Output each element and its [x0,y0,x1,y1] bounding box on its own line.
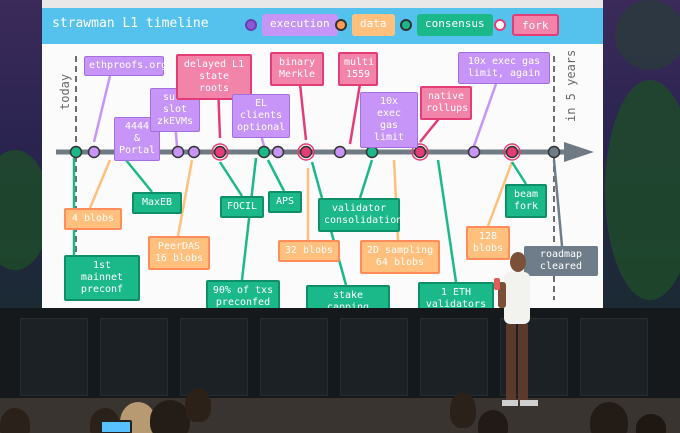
fork-dot-icon [494,19,506,31]
timeline-marker [187,145,201,159]
legend-data: data [352,14,395,36]
connector-arrow [298,83,308,141]
timeline-marker [87,145,101,159]
item-10x-exec-gas-limit-again: 10x exec gas limit, again [458,52,550,84]
connector-arrow [486,161,514,227]
timeline-marker [505,145,519,159]
audience-head [478,410,508,433]
today-label: today [58,73,72,110]
connector-arrow [552,159,564,247]
data-dot-icon [335,19,347,31]
audience-head [636,414,666,433]
item-1st-mainnet-preconf: 1st mainnet preconf [64,255,140,301]
fork-ring [411,143,429,161]
timeline-marker [271,145,285,159]
item-multi-1559: multi 1559 [338,52,378,86]
connector-arrow [88,159,112,209]
item-2d-sampling-64-blobs: 2D sampling 64 blobs [360,240,440,274]
timeline-marker [467,145,481,159]
item-beam-fork: beam fork [505,184,547,218]
legend-execution: execution [262,14,338,36]
item-binary-merkle: binary Merkle [270,52,324,86]
audience-head [590,402,628,433]
fork-ring [503,143,521,161]
execution-dot-icon [245,19,257,31]
stage-panel [180,318,248,396]
item-el-clients-optional: EL clients optional [232,94,290,138]
connector-arrow [176,159,194,237]
item-focil: FOCIL [220,196,264,218]
item-native-rollups: native rollups [420,86,472,120]
stage-panel [260,318,328,396]
audience-head [0,408,30,433]
audience-head [450,392,476,428]
legend-consensus: consensus [417,14,493,36]
timeline-marker [547,145,561,159]
connector-arrow [358,159,374,199]
stage-panel [340,318,408,396]
item-32-blobs: 32 blobs [278,240,340,262]
item-1-eth-validators: 1 ETH validators [418,282,494,308]
item-peerdas-16-blobs: PeerDAS 16 blobs [148,236,210,270]
item-validator-consolidation: validator consolidation [318,198,402,232]
right-foliage-top [615,0,680,70]
fork-ring [211,143,229,161]
audience-head [185,388,211,422]
stage-panel [420,318,488,396]
timeline-marker [257,145,271,159]
right-foliage [605,80,680,300]
speaker [494,252,538,406]
item-4-blobs: 4 blobs [64,208,122,230]
stage-panel [100,318,168,396]
item-128-blobs: 128 blobs [466,226,510,260]
connector-arrow [510,161,528,185]
connector-arrow [240,157,258,281]
slide-title: strawman L1 timeline [52,16,209,31]
in-5-years-label: in 5 years [564,49,578,122]
connector-arrow [472,83,498,147]
legend-fork: fork [512,14,559,36]
timeline-marker [171,145,185,159]
timeline-marker [333,145,347,159]
item-stake-capping: stake capping [306,285,390,308]
connector-arrow [92,75,112,143]
timeline-marker [365,145,379,159]
projection-screen: strawman L1 timeline execution data cons… [42,0,603,308]
connector-arrow [436,159,458,283]
item-aps: APS [268,191,302,213]
audience-phone [100,420,132,433]
connector-arrow [348,83,362,145]
audience-head [150,400,190,433]
item-roadmap-cleared: roadmap cleared [524,246,598,276]
item-ethproofs: ethproofs.org [84,56,167,76]
fork-ring [297,143,315,161]
timeline-marker [299,145,313,159]
item-10x-exec-gas-limit: 10x exec gas limit [360,92,418,148]
connector-arrow [125,159,153,193]
stage-panel [20,318,88,396]
consensus-dot-icon [400,19,412,31]
connector-arrow [266,159,286,192]
item-maxeb: MaxEB [132,192,182,214]
item-90pct-txs-preconfed: 90% of txs preconfed [206,280,280,308]
timeline-marker [413,145,427,159]
timeline-marker [213,145,227,159]
timeline-arrowhead [564,142,594,162]
item-sub-slot-zkevms: sub-slot zkEVMs [150,88,200,132]
stage-panel [580,318,648,396]
timeline-marker [69,145,83,159]
connector-arrow [218,161,244,197]
browser-top-bar [42,0,603,8]
item-delayed-l1-state-roots: delayed L1 state roots [176,54,252,100]
